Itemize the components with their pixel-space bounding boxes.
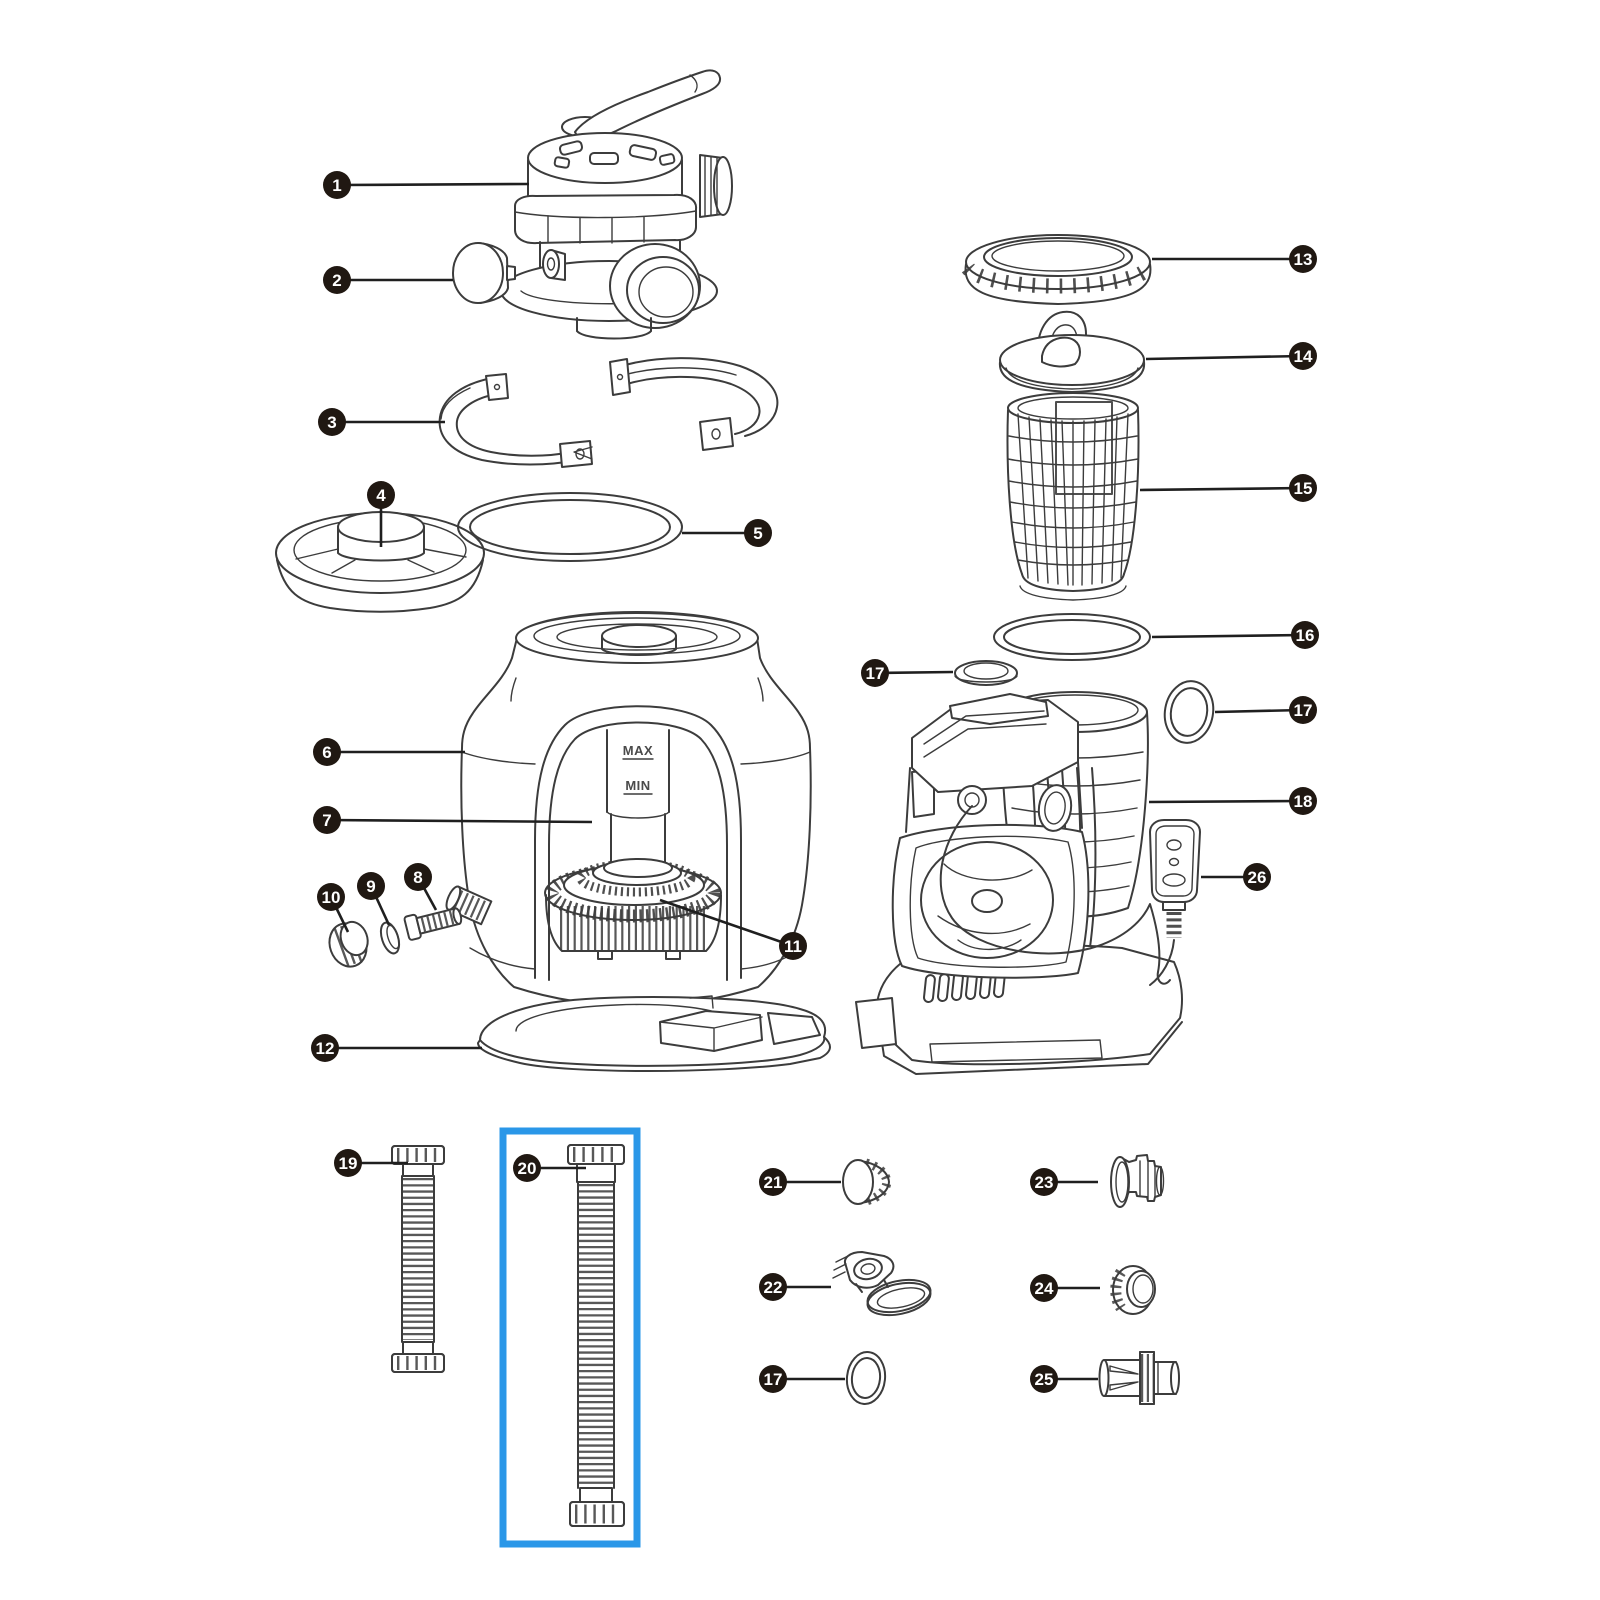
lock-ring <box>961 234 1155 305</box>
callout-leader-16 <box>1151 633 1306 639</box>
callout-badge-3 <box>318 408 346 436</box>
callout-number-5: 5 <box>753 524 762 543</box>
callout-badge-24 <box>1030 1274 1058 1302</box>
washer-a <box>954 660 1018 686</box>
callout-badge-1 <box>323 171 351 199</box>
callout-number-20: 20 <box>518 1159 537 1178</box>
callout-badge-17 <box>861 659 889 687</box>
callout-badge-17 <box>1289 696 1317 724</box>
multiport-valve <box>500 69 733 340</box>
callout-number-6: 6 <box>322 743 331 762</box>
callout-number-17: 17 <box>866 664 885 683</box>
gfci-plug <box>1149 819 1201 986</box>
hose-short <box>391 1145 445 1373</box>
callout-number-24: 24 <box>1035 1279 1054 1298</box>
callout-badge-2 <box>323 266 351 294</box>
drain-washer <box>379 921 401 955</box>
callout-number-4: 4 <box>376 486 386 505</box>
callout-number-13: 13 <box>1294 250 1313 269</box>
filter-basket <box>1006 392 1140 601</box>
callout-leader-18 <box>1148 799 1304 804</box>
drain-screw <box>403 907 463 941</box>
callout-badge-23 <box>1030 1168 1058 1196</box>
callout-badge-13 <box>1289 245 1317 273</box>
callout-badge-26 <box>1243 863 1271 891</box>
highlight-box <box>499 1127 641 1548</box>
callout-number-12: 12 <box>316 1039 335 1058</box>
collar-nut <box>1110 1265 1156 1315</box>
callout-badge-17 <box>759 1365 787 1393</box>
min-label: MIN <box>625 778 650 793</box>
callout-number-8: 8 <box>413 868 422 887</box>
callout-badge-12 <box>311 1034 339 1062</box>
bottom-strainer <box>544 858 722 960</box>
pump-assembly <box>855 691 1183 1075</box>
callout-number-2: 2 <box>332 271 341 290</box>
oring-c <box>845 1351 887 1405</box>
callout-leader-7 <box>326 818 593 824</box>
callout-number-9: 9 <box>366 877 375 896</box>
filter-tank: MAX MIN <box>445 611 812 1007</box>
callout-badge-6 <box>313 738 341 766</box>
callout-number-26: 26 <box>1248 868 1267 887</box>
callout-badge-4 <box>367 481 395 509</box>
callout-badge-10 <box>317 883 345 911</box>
large-oring <box>993 613 1151 661</box>
callout-leader-15 <box>1139 486 1304 492</box>
callout-leader-11 <box>659 898 794 948</box>
max-label: MAX <box>623 743 653 758</box>
tank-lid <box>998 310 1146 393</box>
tank-oring <box>457 492 683 562</box>
callout-number-1: 1 <box>332 176 341 195</box>
callout-number-3: 3 <box>327 413 336 432</box>
callout-number-10: 10 <box>322 888 341 907</box>
callout-badge-15 <box>1289 474 1317 502</box>
hose-long <box>567 1144 625 1527</box>
callout-number-19: 19 <box>339 1154 358 1173</box>
callout-number-17: 17 <box>1294 701 1313 720</box>
standpipe: MAX MIN <box>606 729 670 865</box>
cap-fitting <box>842 1158 892 1206</box>
tank-drain-boss <box>445 885 493 926</box>
callout-badge-5 <box>744 519 772 547</box>
base-plate <box>477 995 831 1072</box>
callout-badge-21 <box>759 1168 787 1196</box>
drain-cap <box>328 920 369 968</box>
callout-number-23: 23 <box>1035 1173 1054 1192</box>
callout-number-15: 15 <box>1294 479 1313 498</box>
callout-badge-25 <box>1030 1365 1058 1393</box>
callout-badge-16 <box>1291 621 1319 649</box>
callout-number-22: 22 <box>764 1278 783 1297</box>
callout-number-18: 18 <box>1294 792 1313 811</box>
callout-badge-19 <box>334 1149 362 1177</box>
callout-badge-8 <box>404 863 432 891</box>
valve-drain-cap <box>452 242 516 304</box>
callout-number-7: 7 <box>322 811 331 830</box>
callout-number-16: 16 <box>1296 626 1315 645</box>
hose-adapter <box>1098 1351 1180 1405</box>
callout-badge-22 <box>759 1273 787 1301</box>
callout-badge-9 <box>357 872 385 900</box>
callout-badge-14 <box>1289 342 1317 370</box>
callout-badge-7 <box>313 806 341 834</box>
callout-badge-18 <box>1289 787 1317 815</box>
callout-number-21: 21 <box>764 1173 783 1192</box>
callout-leader-1 <box>336 182 530 187</box>
oring-b <box>1163 680 1215 744</box>
callout-number-25: 25 <box>1035 1370 1054 1389</box>
callout-number-14: 14 <box>1294 347 1313 366</box>
hose-clamp <box>832 1251 932 1317</box>
clamp-ring-halves <box>438 357 779 468</box>
callout-badge-11 <box>779 932 807 960</box>
callout-leader-14 <box>1145 354 1304 361</box>
callout-number-17: 17 <box>764 1370 783 1389</box>
nozzle-fitting <box>1110 1154 1165 1208</box>
callout-leader-17 <box>1214 708 1304 714</box>
callout-number-11: 11 <box>784 937 802 956</box>
callout-badge-20 <box>513 1154 541 1182</box>
